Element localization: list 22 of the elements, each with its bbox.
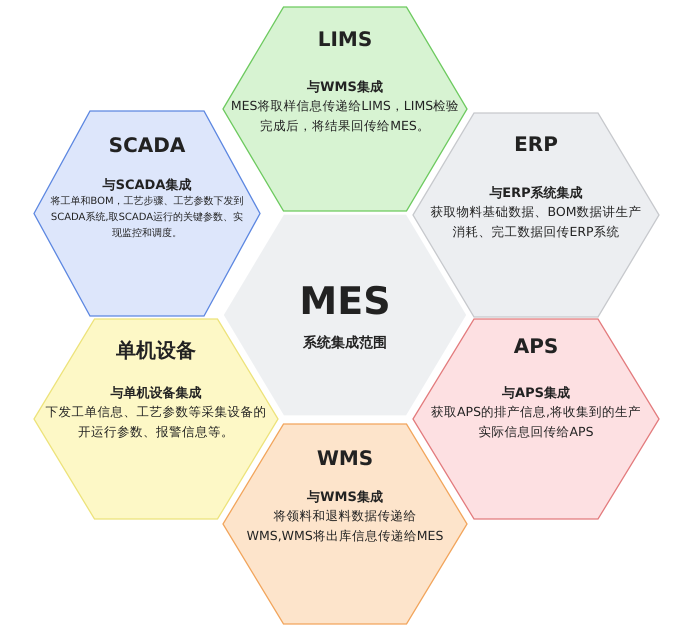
- subtitle: 系统集成范围: [302, 334, 388, 352]
- title: APS: [512, 335, 560, 357]
- title: MES: [298, 281, 392, 323]
- title: 单机设备: [115, 339, 197, 361]
- description: 下发工单信息、工艺参数等采集设备的开运行参数、报警信息等。: [44, 403, 268, 441]
- description: 将领料和退料数据传递给WMS,WMS将出库信息传递给MES: [246, 507, 444, 545]
- heading: 与单机设备集成: [110, 385, 202, 402]
- description: 将工单和BOM，工艺步骤、工艺参数下发到SCADA系统,取SCADA运行的关键参数、实现监控和调度。: [49, 194, 245, 241]
- description: 获取APS的排产信息,将收集到的生产实际信息回传给APS: [430, 403, 642, 441]
- title: ERP: [513, 133, 559, 155]
- heading: 与WMS集成: [306, 489, 384, 506]
- heading: 与ERP系统集成: [488, 184, 584, 202]
- hexagon-tile: [222, 423, 468, 625]
- heading: 与WMS集成: [306, 79, 384, 96]
- title: WMS: [316, 447, 374, 469]
- description: 获取物料基础数据、BOM数据讲生产消耗、完工数据回传ERP系统: [430, 203, 642, 241]
- description: MES将取样信息传递给LIMS，LIMS检验完成后，将结果回传给MES。: [230, 97, 460, 135]
- hexagon-tile: [33, 110, 261, 317]
- title: SCADA: [108, 134, 186, 156]
- title: LIMS: [316, 28, 374, 50]
- heading: 与APS集成: [501, 385, 571, 402]
- heading: 与SCADA集成: [102, 177, 192, 194]
